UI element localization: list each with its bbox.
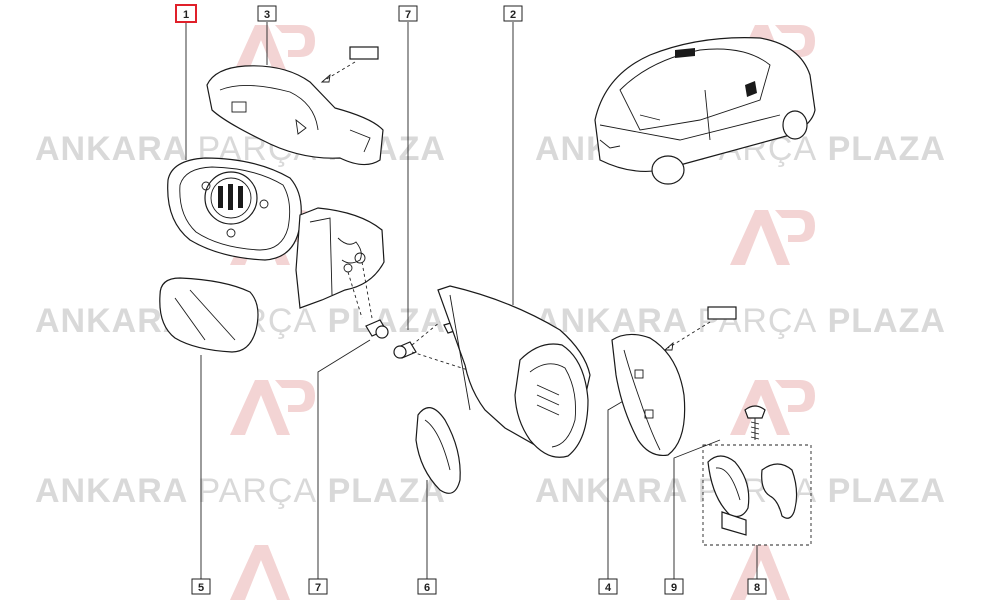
callout-1: 1 — [175, 4, 197, 23]
callout-5: 5 — [191, 578, 211, 595]
mirror-base-bracket — [295, 207, 385, 319]
mirror-glass-holder — [167, 157, 302, 261]
watermark-logo — [730, 545, 790, 600]
clip-part — [320, 46, 379, 83]
callout-6: 6 — [417, 578, 437, 595]
callout-3: 3 — [257, 5, 277, 22]
bolt — [744, 405, 766, 440]
screw — [365, 319, 389, 339]
mirror-housing-cover — [206, 65, 384, 166]
screw — [393, 321, 469, 371]
mirror-glass — [159, 277, 259, 353]
callout-7-top: 7 — [398, 5, 418, 22]
svg-text:9: 9 — [671, 582, 677, 594]
callout-4: 4 — [598, 578, 618, 595]
callout-8: 8 — [747, 578, 767, 595]
svg-text:8: 8 — [754, 582, 760, 594]
side-cover — [611, 333, 686, 457]
car-location-icon — [594, 37, 816, 185]
watermark-logo — [230, 380, 315, 435]
svg-text:7: 7 — [405, 9, 411, 21]
watermark-text: ANKARA PARÇA PLAZA — [535, 302, 946, 340]
svg-text:5: 5 — [198, 582, 204, 594]
lens-part — [415, 407, 461, 494]
svg-text:7: 7 — [315, 582, 321, 594]
watermark-logo — [730, 380, 815, 435]
svg-text:6: 6 — [424, 582, 430, 594]
watermark-logo — [230, 545, 290, 600]
callout-9: 9 — [664, 578, 684, 595]
svg-text:1: 1 — [183, 9, 189, 21]
svg-text:2: 2 — [510, 9, 516, 21]
callout-2: 2 — [503, 5, 523, 22]
callout-7-bottom: 7 — [308, 578, 328, 595]
leader-lines — [185, 22, 758, 580]
clip-part — [663, 306, 737, 351]
watermark-text: ANKARA PARÇA PLAZA — [35, 472, 446, 510]
svg-text:3: 3 — [264, 9, 270, 21]
svg-text:4: 4 — [605, 582, 612, 594]
watermark-logo — [730, 210, 815, 265]
callout-labels: 1 3 7 2 5 7 6 4 — [175, 4, 767, 595]
mirror-base — [437, 285, 591, 458]
parts-kit-box — [702, 444, 812, 546]
